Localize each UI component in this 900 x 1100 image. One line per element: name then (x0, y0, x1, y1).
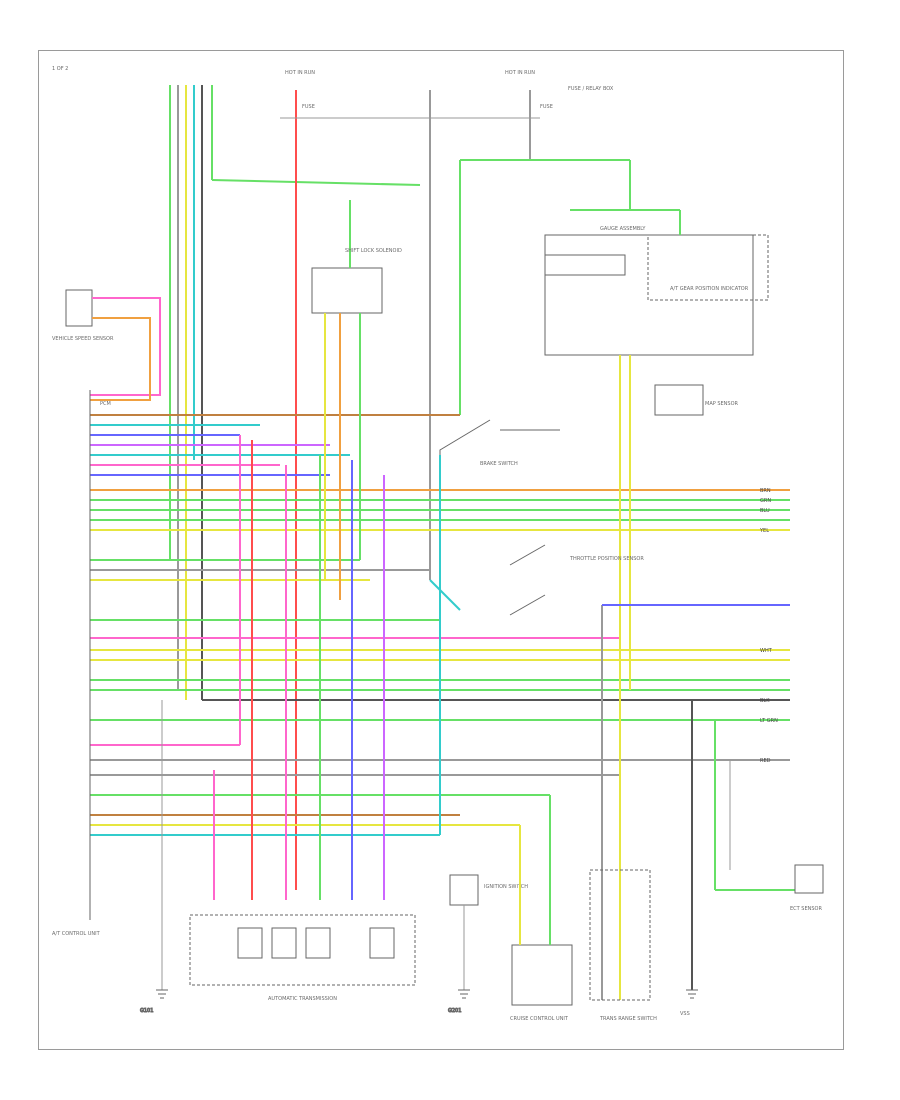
right-wire-labels: BRN GRN BLU YEL WHT BLK LT GRN RED (759, 488, 778, 764)
transmission-box: AUTOMATIC TRANSMISSION (189, 914, 416, 1002)
pcm-connector: A/T CONTROL UNIT (52, 390, 101, 937)
gear-position-label: TRANS RANGE SWITCH (599, 1016, 657, 1022)
ect-sensor-label: ECT SENSOR (790, 906, 822, 912)
ign-switch-label: IGNITION SWITCH (484, 884, 528, 890)
right-label: BLK (760, 698, 770, 704)
pcm-label: A/T CONTROL UNIT (52, 931, 101, 937)
shift-lock-block: SHIFT LOCK SOLENOID (311, 200, 402, 600)
brake-switch-label: BRAKE SWITCH (480, 461, 518, 467)
right-label: BRN (760, 488, 771, 494)
right-label: WHT (760, 648, 773, 654)
transmission-label: AUTOMATIC TRANSMISSION (268, 996, 337, 1002)
diagram-frame (38, 50, 844, 1050)
cruise-unit-label: CRUISE CONTROL UNIT (510, 1016, 569, 1022)
gauge-cluster-label: GAUGE ASSEMBLY (600, 226, 646, 232)
fuse-circuits (280, 90, 631, 890)
right-label: LT GRN (760, 718, 778, 724)
gauge-cluster: GAUGE ASSEMBLY A/T GEAR POSITION INDICAT… (544, 209, 769, 356)
top-labels: HOT IN RUN HOT IN RUN FUSE FUSE FUSE / R… (285, 70, 614, 110)
lower-components: IGNITION SWITCH CRUISE CONTROL UNIT TRAN… (449, 795, 824, 1022)
brake-switch: BRAKE SWITCH (439, 419, 560, 835)
right-label: YEL (759, 528, 769, 534)
ecm-label: PCM (100, 401, 111, 407)
page-corner-label: 1 OF 2 (52, 66, 69, 72)
right-label: GRN (760, 498, 771, 504)
right-sensor-label: MAP SENSOR (705, 401, 739, 407)
speed-sensor-label: VEHICLE SPEED SENSOR (52, 336, 114, 342)
fuse-label-1: FUSE (302, 104, 315, 110)
shift-lock-label: SHIFT LOCK SOLENOID (345, 248, 402, 254)
hot-run-label-2: HOT IN RUN (505, 70, 535, 76)
vss-label: VSS (680, 1011, 690, 1017)
speed-sensor-left: VEHICLE SPEED SENSOR (52, 289, 161, 401)
lamp-module-label: A/T GEAR POSITION INDICATOR (670, 286, 749, 292)
wire-bundle-top-left (169, 85, 421, 700)
ground-symbols: G101 G201 (140, 989, 698, 1015)
tps-label: THROTTLE POSITION SENSOR (569, 556, 644, 562)
right-label: RED (760, 758, 771, 764)
right-label: BLU (760, 508, 770, 514)
transmission-drops (161, 435, 385, 990)
sensors-middle: MAP SENSOR THROTTLE POSITION SENSOR (509, 384, 739, 616)
right-side-wires (601, 355, 795, 1000)
ground-label-2: G201 (448, 1008, 461, 1014)
hot-run-label-1: HOT IN RUN (285, 70, 315, 76)
fuse-label-2: FUSE (540, 104, 553, 110)
fuse-box-label: FUSE / RELAY BOX (568, 86, 614, 92)
ground-label-1: G101 (140, 1008, 153, 1014)
